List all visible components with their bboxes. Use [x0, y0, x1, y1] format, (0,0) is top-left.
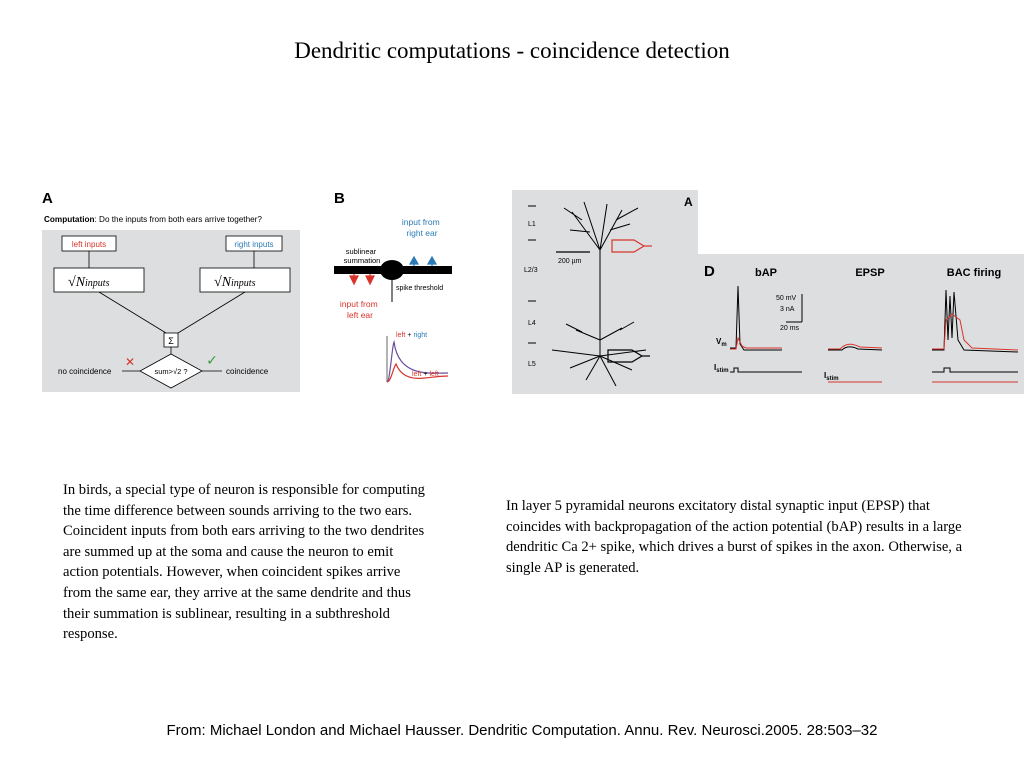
- left-inputs-label: left inputs: [72, 240, 106, 249]
- no-coincidence-label: no coincidence: [58, 367, 112, 376]
- paragraph-layer5: In layer 5 pyramidal neurons excitatory …: [506, 498, 963, 576]
- left-ear-synapses: [349, 274, 375, 286]
- recording-electrodes: [607, 239, 652, 363]
- scale-na-label: 3 nA: [780, 306, 795, 313]
- spike-threshold-label: spike threshold: [396, 285, 443, 292]
- vm-label: Vm: [716, 337, 727, 348]
- left-sqrt-formula: √Ninputs: [68, 275, 110, 290]
- figure-a-computation-diagram: A Computation: Do the inputs from both e…: [42, 190, 300, 392]
- figure-a-question: Computation: Do the inputs from both ear…: [44, 215, 262, 224]
- paragraph-birds: In birds, a special type of neuron is re…: [63, 482, 425, 643]
- decision-label: sum>√2 ?: [154, 367, 187, 376]
- left-sqrt-box: [53, 267, 145, 293]
- input-left-label: input from left ear: [340, 299, 380, 320]
- layer-label-l23: L2/3: [524, 267, 538, 274]
- soma: [380, 260, 404, 280]
- trace-label-left-left: left+left: [412, 371, 439, 378]
- input-right-label: input from right ear: [402, 217, 442, 238]
- figure-pyramidal-neuron: A L1 L2/3 L4 L5 200 µm D bAP EPSP BAC fi…: [512, 190, 1024, 394]
- scale-mv-label: 50 mV: [776, 295, 797, 302]
- column-bap: bAP: [755, 267, 777, 279]
- figure-b-letter: B: [334, 190, 345, 207]
- layer-label-l4: L4: [528, 320, 536, 327]
- stim-bap: [730, 367, 802, 373]
- trace-bac-red: [932, 313, 1019, 351]
- right-sqrt-formula: √Ninputs: [214, 275, 256, 290]
- scale-bar-label: 200 µm: [558, 258, 582, 265]
- traces-panel-background: [698, 254, 1024, 394]
- slide-title: Dendritic computations - coincidence det…: [294, 38, 730, 63]
- cross-icon: ✕: [125, 355, 135, 369]
- neuron-panel-background: [512, 190, 698, 394]
- traces-panel-letter: D: [704, 263, 715, 280]
- trace-bap-red: [730, 336, 782, 350]
- layer-label-l5: L5: [528, 361, 536, 368]
- trace-coincident: [386, 340, 449, 383]
- figure-b-sublinear-diagram: B input from right ear sublinear summati…: [334, 190, 452, 383]
- sublinear-label: sublinear summation: [344, 247, 381, 265]
- stim-bac: [932, 367, 1018, 373]
- trace-same-ear: [386, 362, 449, 383]
- istim-label-1: Istim: [714, 363, 729, 374]
- neuron-morphology: [551, 201, 647, 387]
- layer-markers: L1 L2/3 L4 L5: [524, 205, 538, 368]
- decision-diamond: [139, 353, 203, 389]
- trace-bap-black: [730, 285, 782, 351]
- scale-ms-label: 20 ms: [780, 325, 800, 332]
- column-bac-firing: BAC firing: [947, 267, 1001, 279]
- source-citation: From: Michael London and Michael Hausser…: [166, 722, 878, 739]
- column-epsp: EPSP: [855, 267, 884, 279]
- trace-label-left-right: left+right: [396, 332, 427, 339]
- neuron-panel-letter: A: [684, 195, 693, 209]
- check-icon: ✓: [206, 352, 218, 368]
- trace-epsp-black: [828, 346, 883, 351]
- right-inputs-label: right inputs: [234, 240, 273, 249]
- trace-bac-black: [932, 289, 1019, 353]
- layer-label-l1: L1: [528, 221, 536, 228]
- figure-a-letter: A: [42, 190, 53, 207]
- sigma-symbol: Σ: [168, 336, 174, 346]
- coincidence-label: coincidence: [226, 367, 269, 376]
- trace-epsp-red: [828, 343, 883, 350]
- istim-label-2: Istim: [824, 371, 839, 382]
- right-sqrt-box: [199, 267, 291, 293]
- right-ear-synapses: [408, 255, 438, 266]
